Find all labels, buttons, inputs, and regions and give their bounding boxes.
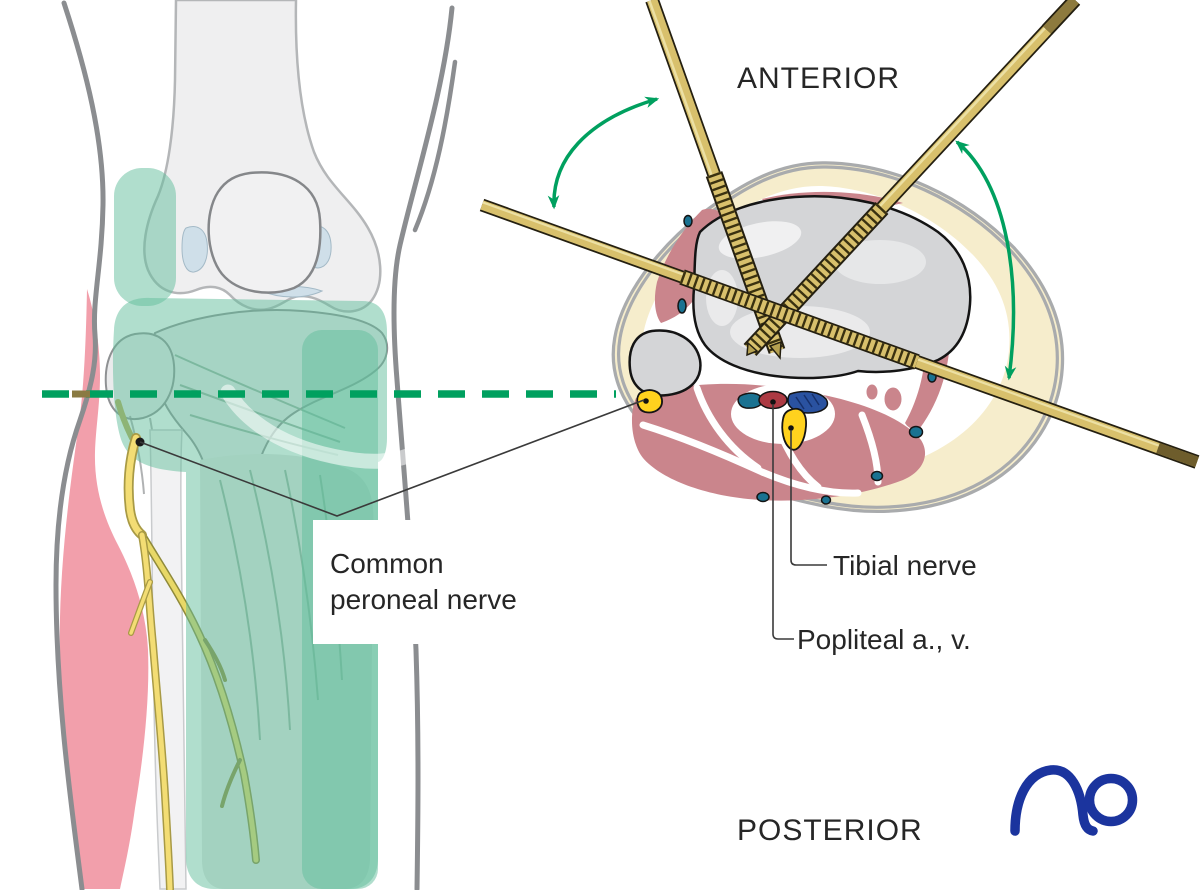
ao-logo xyxy=(1010,765,1138,836)
popliteal-vein-small xyxy=(737,392,764,409)
leader-line-tibial xyxy=(790,430,827,566)
ao-logo-o xyxy=(1084,773,1138,827)
popliteal-vein-large xyxy=(787,390,829,414)
ao-logo-a xyxy=(1010,765,1098,836)
transfixation-pin xyxy=(479,198,1200,469)
safe-arc-right xyxy=(955,140,1017,381)
label-anterior: ANTERIOR xyxy=(737,62,900,95)
leader-line-common-peroneal xyxy=(139,399,645,517)
fixation-pins xyxy=(479,0,1200,469)
artery-marker-dot xyxy=(770,399,776,405)
label-background xyxy=(313,520,645,644)
label-common-peroneal-1: Common xyxy=(330,548,444,579)
tendon-oval xyxy=(863,381,881,403)
label-common-peroneal-2: peroneal nerve xyxy=(330,584,517,615)
superficial-veins xyxy=(677,214,937,505)
fibula-cross-section xyxy=(628,329,702,397)
common-peroneal-nerve-cross-section xyxy=(636,389,663,414)
vein-hatching xyxy=(795,393,820,410)
biceps-femoris-muscle xyxy=(59,289,149,889)
leg-overview xyxy=(53,0,458,890)
leader-lines xyxy=(139,399,827,640)
cross-section-nerves xyxy=(636,389,807,451)
label-tibial-nerve: Tibial nerve xyxy=(833,550,977,581)
leader-line-popliteal xyxy=(772,404,794,640)
fascia-highlight xyxy=(220,384,428,469)
tendon-oval xyxy=(881,384,905,414)
label-popliteal: Popliteal a., v. xyxy=(797,624,971,655)
safe-arc-arrows xyxy=(547,96,1017,381)
leg-contour-right-crease xyxy=(412,59,458,233)
cpn-marker-dot xyxy=(643,398,649,404)
tibial-nerve-marker-dot xyxy=(788,425,794,431)
label-posterior: POSTERIOR xyxy=(737,814,923,847)
common-peroneal-nerve-path xyxy=(123,433,174,890)
femoral-condyle-surface xyxy=(207,171,322,294)
schanz-pin-anteromedial xyxy=(743,0,1081,357)
dashed-line-overlap-segment xyxy=(72,390,90,398)
safe-arc-left xyxy=(547,96,660,210)
leg-contour-right xyxy=(391,5,455,890)
